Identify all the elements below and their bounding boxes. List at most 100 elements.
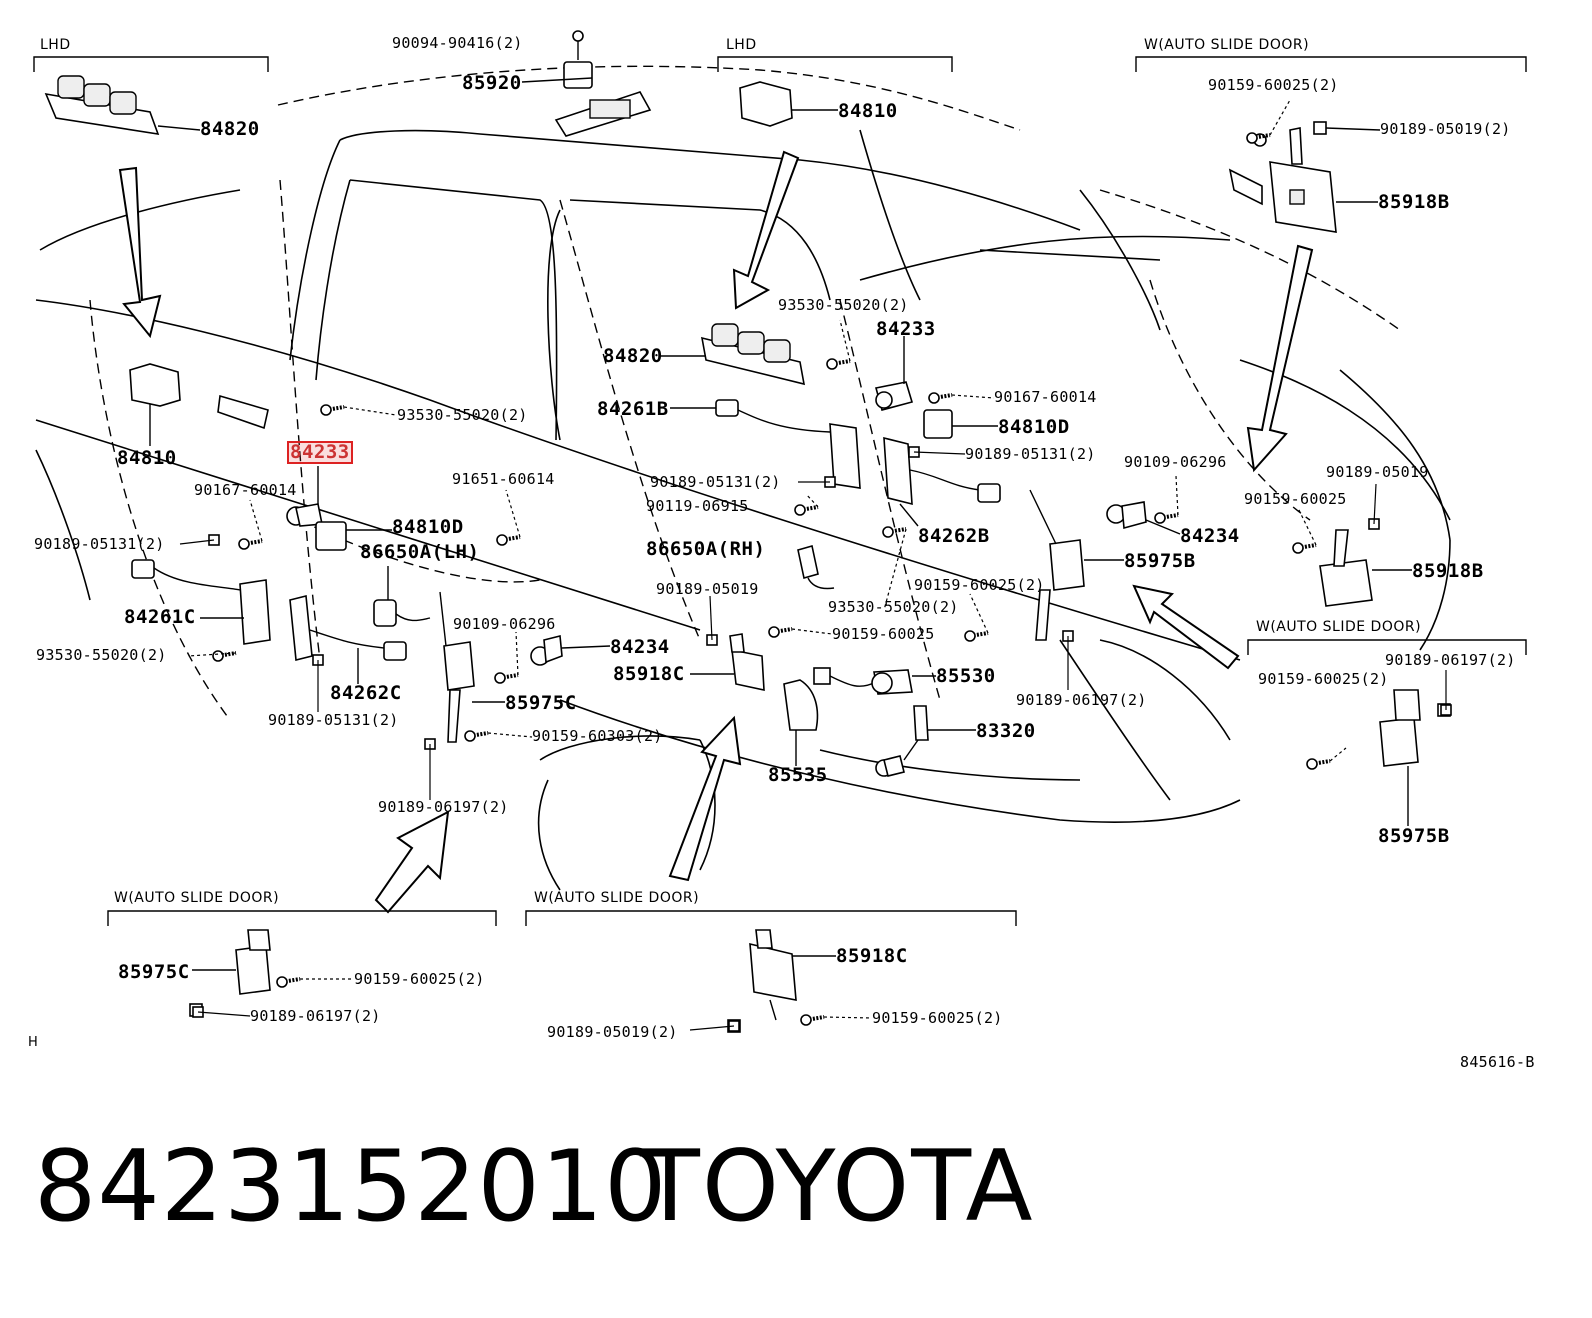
buzzer-86650A-LH <box>373 566 431 627</box>
sensor-84233-left <box>286 466 323 527</box>
bolt-icon <box>276 976 354 988</box>
direction-arrows <box>118 150 1314 914</box>
callout-label: 91651-60614 <box>452 470 555 488</box>
callout-label: 90159-60025(2) <box>1258 670 1389 688</box>
bolt-icon <box>1292 507 1317 554</box>
section-heading: W(AUTO SLIDE DOOR) <box>114 890 280 906</box>
actuator-85975C-bottom <box>189 929 271 1017</box>
callout-label: 93530-55020(2) <box>778 296 909 314</box>
clip-icon <box>798 476 836 488</box>
clip-icon <box>1062 630 1074 690</box>
callout-label: 85975C <box>118 961 190 983</box>
switch-84810D-center <box>923 409 998 439</box>
callout-label: 90094-90416(2) <box>392 34 523 52</box>
switch-84810D-left <box>315 521 392 551</box>
callout-label: 90119-06915 <box>646 497 749 515</box>
section-heading: LHD <box>40 37 71 53</box>
callout-label: 84234 <box>610 636 670 658</box>
fasteners <box>179 99 1452 1032</box>
clip-icon <box>706 595 718 646</box>
callout-label: 90159-60025(2) <box>872 1009 1003 1027</box>
callout-label: 86650A(RH) <box>646 538 766 560</box>
actuator-85975C <box>439 591 505 743</box>
clip-icon <box>689 1020 740 1032</box>
actuator-85975B-center <box>1029 489 1124 641</box>
bolt-icon <box>464 730 533 742</box>
callout-label: 90109-06296 <box>453 615 556 633</box>
callout-label: 84810 <box>117 447 177 469</box>
callout-label: 84261C <box>124 606 196 628</box>
callout-label: 84810D <box>392 516 464 538</box>
callout-label: 84234 <box>1180 525 1240 547</box>
actuator-85975B-bottom <box>1379 689 1451 826</box>
callout-label: 90189-06197(2) <box>250 1007 381 1025</box>
sensor-84234-right <box>1106 501 1181 535</box>
arrow-up-center-bottom <box>668 715 742 882</box>
bolt-icon <box>768 626 833 638</box>
callout-label: 83320 <box>976 720 1036 742</box>
clip-icon <box>1440 670 1452 716</box>
bolt-icon <box>1154 475 1179 524</box>
callout-label: 85920 <box>462 72 522 94</box>
switch-84820-lhd <box>44 75 201 136</box>
bolt-icon <box>320 404 397 416</box>
callout-label: 85975C <box>505 692 577 714</box>
callout-label: 90189-06197(2) <box>1385 651 1516 669</box>
bolt-icon <box>494 631 519 684</box>
arrow-down-right <box>1246 244 1314 473</box>
harness-84261C <box>131 559 271 645</box>
section-heading: LHD <box>726 37 757 53</box>
callout-label: 90167-60014 <box>194 481 297 499</box>
module-85918C-center <box>690 633 765 692</box>
part-number: 8423152010 <box>34 1130 668 1244</box>
module-85918B-right <box>1319 529 1412 607</box>
harness-84262B <box>883 436 1001 527</box>
bolt-icon <box>800 1014 873 1026</box>
callout-label: 90189-05019(2) <box>547 1023 678 1041</box>
motor-85530 <box>813 667 936 695</box>
callout-label: 90159-60025(2) <box>1208 76 1339 94</box>
sensor-84234-center <box>530 634 611 666</box>
callout-label-highlighted: 84233 <box>287 441 353 464</box>
relay-85920 <box>521 30 652 137</box>
parts-diagram: 90094-90416(2) 85920 84820 84810 90159-60025… <box>28 30 1534 1070</box>
arrow-down-center <box>732 150 800 310</box>
callout-label: 84261B <box>597 398 669 420</box>
clip-icon <box>192 1006 251 1018</box>
sensor-83320 <box>875 705 976 777</box>
callout-label: 90159-60025(2) <box>354 970 485 988</box>
arrow-down-left <box>118 166 162 339</box>
bolt-icon <box>1306 747 1347 770</box>
bolt-icon <box>496 489 521 546</box>
callout-label: 90159-60025(2) <box>914 576 1045 594</box>
harness-84262C <box>289 594 407 684</box>
section-heading: W(AUTO SLIDE DOOR) <box>1256 619 1422 635</box>
callout-label: 90189-06197(2) <box>1016 691 1147 709</box>
bolt-icon <box>964 593 989 642</box>
callout-label: 84820 <box>603 345 663 367</box>
callout-label: 90189-06197(2) <box>378 798 509 816</box>
motor-85535 <box>783 679 819 766</box>
bolt-icon <box>238 499 263 550</box>
callout-label: 93530-55020(2) <box>36 646 167 664</box>
bolt-icon <box>794 493 819 516</box>
callout-label: 84820 <box>200 118 260 140</box>
callout-label: 85535 <box>768 764 828 786</box>
clip-icon <box>908 446 966 458</box>
callout-label: 90189-05019(2) <box>1380 120 1511 138</box>
callout-label: 85918C <box>836 945 908 967</box>
callout-label: 90189-05131(2) <box>650 473 781 491</box>
section-heading: W(AUTO SLIDE DOOR) <box>534 890 700 906</box>
callout-label: 85975B <box>1378 825 1450 847</box>
bolt-icon <box>826 319 851 370</box>
switch-84810-left <box>129 363 181 446</box>
section-heading: W(AUTO SLIDE DOOR) <box>1144 37 1310 53</box>
harness-84261B <box>670 399 861 489</box>
callout-label: 90159-60025 <box>1244 490 1347 508</box>
callout-label: 85918B <box>1378 191 1450 213</box>
switch-84820-center <box>660 323 806 386</box>
corner-mark: H <box>28 1035 39 1050</box>
callout-label: 93530-55020(2) <box>397 406 528 424</box>
callout-label: 90189-05019 <box>656 580 759 598</box>
bolt-icon <box>928 392 995 404</box>
